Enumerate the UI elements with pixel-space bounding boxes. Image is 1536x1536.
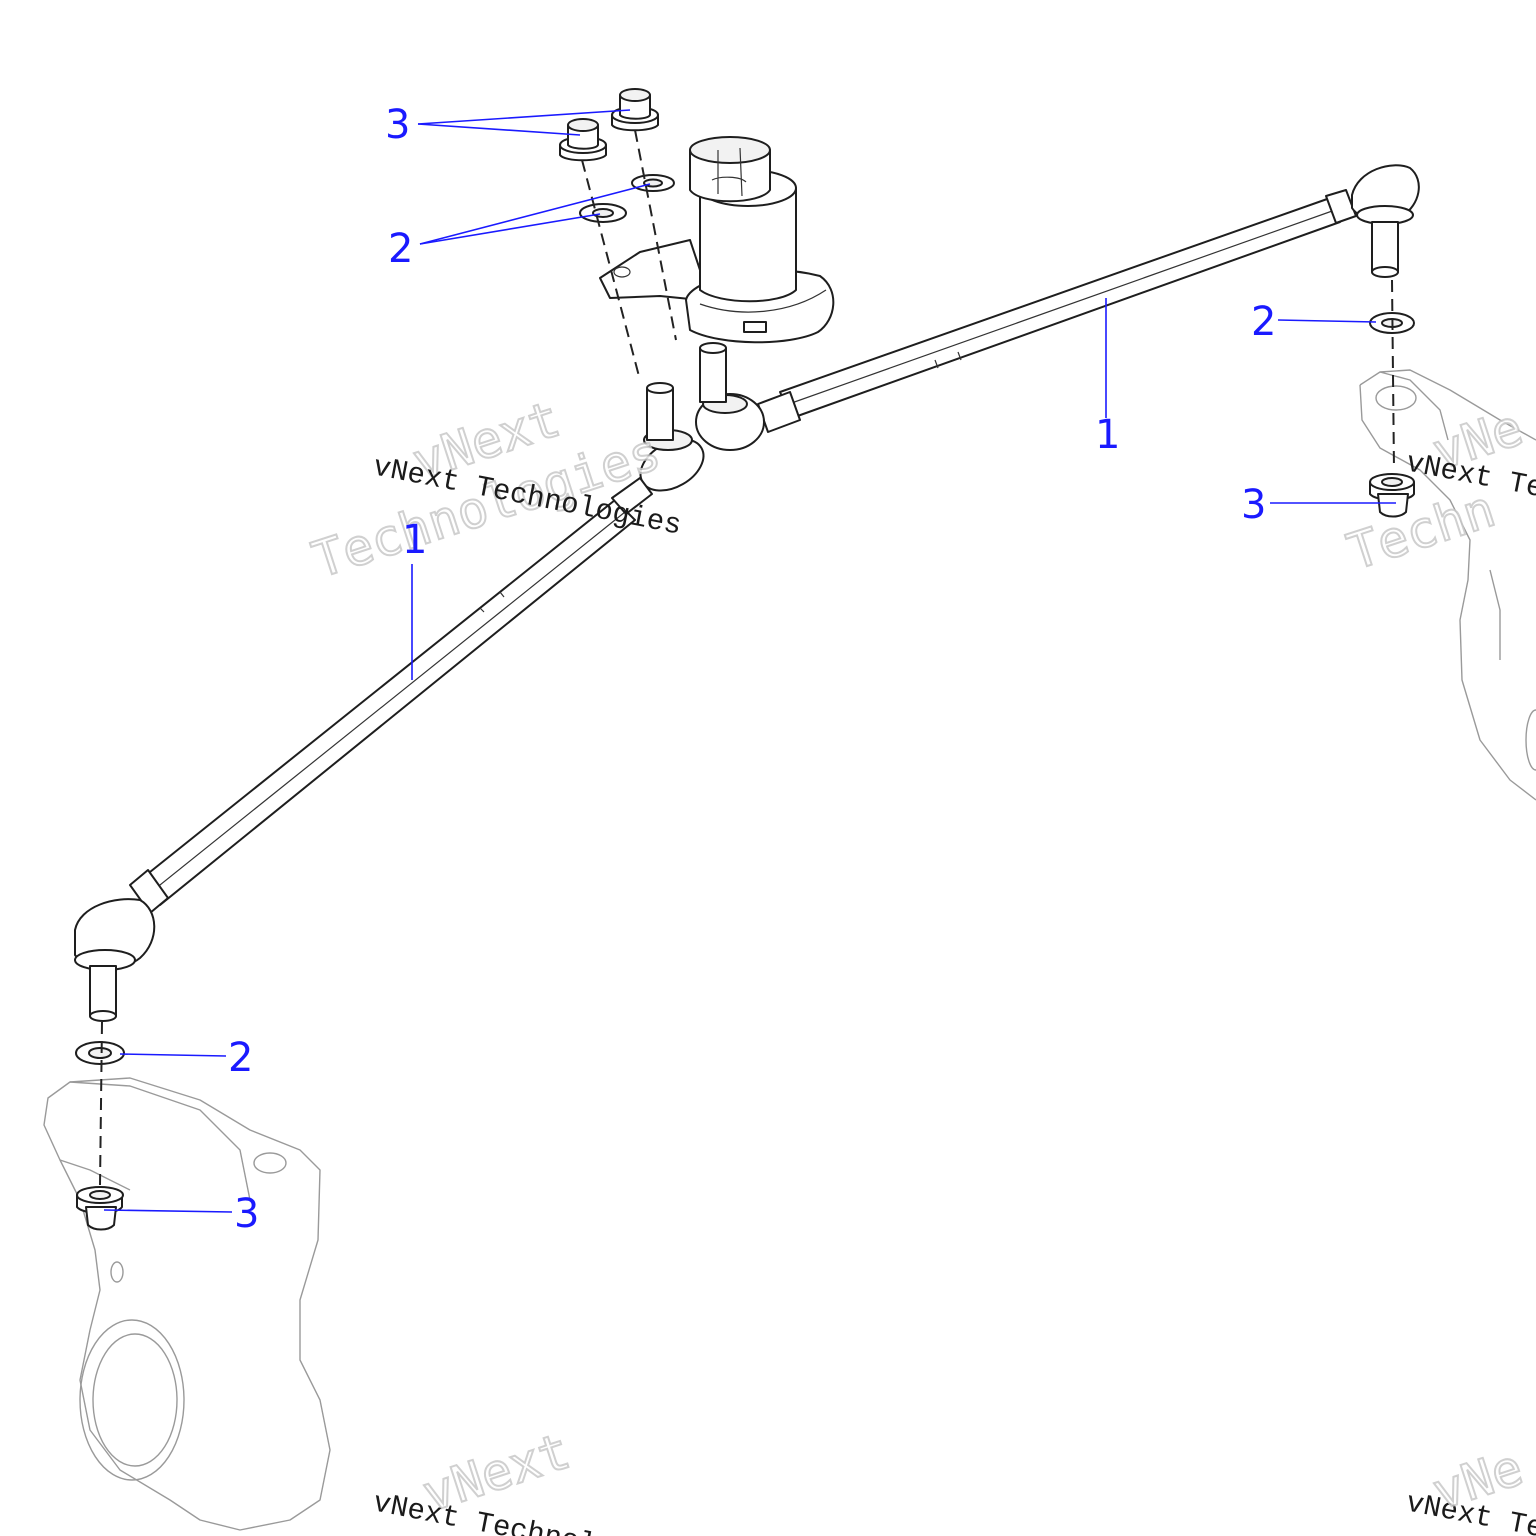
left-washer <box>75 1041 125 1065</box>
upper-washer-right <box>631 174 675 192</box>
assembly-line-left <box>99 1021 103 1186</box>
leader-lines <box>103 109 1396 1213</box>
callout-right-tie-rod: 1 <box>1095 412 1120 458</box>
left-steering-knuckle <box>43 1077 331 1531</box>
right-nut <box>1369 473 1415 518</box>
callout-right-nut: 3 <box>1241 482 1266 528</box>
watermark-bottom: vNext vNext Technolo vNext Te vNe <box>370 1421 1536 1536</box>
steering-gear-housing <box>599 136 835 344</box>
callout-left-nut: 3 <box>234 1191 259 1237</box>
upper-washer-left <box>579 203 627 223</box>
callout-top-washers: 2 <box>388 226 413 272</box>
upper-nut-right <box>611 88 659 132</box>
assembly-line-right <box>1391 279 1395 471</box>
right-tie-rod <box>695 164 1420 451</box>
watermark-center: vNext Technologies vNext Technologies <box>305 389 684 591</box>
svg-text:Techn: Techn <box>1341 480 1502 582</box>
upper-nut-left <box>559 118 607 162</box>
right-steering-knuckle <box>1359 369 1536 801</box>
left-tie-rod <box>74 382 705 1022</box>
callout-left-tie-rod: 1 <box>402 517 427 563</box>
callout-right-washer: 2 <box>1251 299 1276 345</box>
callout-left-washer: 2 <box>228 1035 253 1081</box>
left-nut <box>76 1186 124 1231</box>
callout-top-nuts: 3 <box>385 102 410 148</box>
assembly-line-upper-right <box>634 129 677 341</box>
